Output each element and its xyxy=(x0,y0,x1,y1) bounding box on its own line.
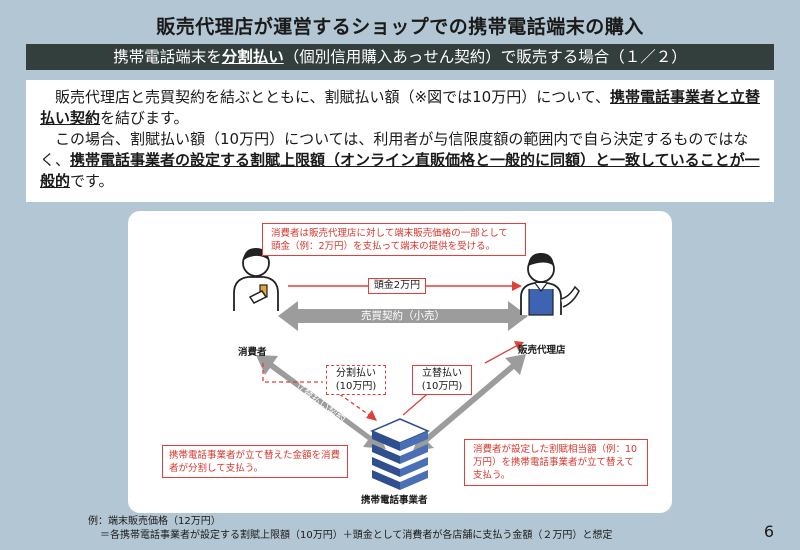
footnote-line-2: ＝各携帯電話事業者が設定する割賦上限額（10万円）＋頭金として消費者が各店舗に支… xyxy=(100,530,613,541)
left-note-box: 携帯電話事業者が立て替えた金額を消費者が分割して支払う。 xyxy=(162,445,348,478)
advance-contract-arrow xyxy=(256,355,386,449)
dealer-icon xyxy=(520,253,580,316)
top-note-box: 消費者は販売代理店に対して端末販売価格の一部として頭金（例：2万円）を支払って端… xyxy=(262,223,526,256)
consumer-icon xyxy=(233,248,279,311)
para2-emphasis: 携帯電話事業者の設定する割賦上限額（オンライン直販価格と一般的に同額）と一致して… xyxy=(40,151,760,190)
para2-text: この場合、割賦払い額（10万円）については、利用者が与信限度額の範囲内で自ら決定… xyxy=(40,130,749,169)
para1-text: 販売代理店と売買契約を結ぶとともに、割賦払い額（※図では10万円）について、 xyxy=(55,88,611,106)
diagram-graphics xyxy=(233,248,580,490)
dealer-label: 販売代理店 xyxy=(518,345,566,356)
carrier-label: 携帯電話事業者 xyxy=(361,495,428,506)
server-layer xyxy=(372,457,428,477)
banner-post: （個別信用購入あっせん契約）で販売する場合（１／２） xyxy=(283,48,687,66)
wholesale-contract-arrow xyxy=(413,354,526,451)
sales-contract-retail-label: 売買契約（小売） xyxy=(361,310,445,322)
carrier-server-icon xyxy=(370,418,430,490)
footnote: 例：端末販売価格（12万円） ＝各携帯電話事業者が設定する割賦上限額（10万円）… xyxy=(88,515,612,543)
right-note-box: 消費者が設定した割賦相当額（例：10万円）を携帯電話事業者が立て替えて支払う。 xyxy=(464,439,648,486)
page-number: 6 xyxy=(763,522,774,541)
paragraph-2: この場合、割賦払い額（10万円）については、利用者が与信限度額の範囲内で自ら決定… xyxy=(40,129,762,192)
sales-contract-retail-arrow xyxy=(278,301,528,331)
explanation-box: 販売代理店と売買契約を結ぶとともに、割賦払い額（※図では10万円）について、携帯… xyxy=(26,80,774,202)
para2-text-end: です。 xyxy=(70,172,114,190)
downpayment-text: 頭金2万円 xyxy=(373,280,421,291)
left-note-text: 携帯電話事業者が立て替えた金額を消費者が分割して支払う。 xyxy=(169,450,341,474)
advance-payment-label: 立替払い (10万円) xyxy=(412,365,472,395)
advance-payment-text: 立替払い (10万円) xyxy=(421,368,463,392)
installment-text: 分割払い (10万円) xyxy=(335,368,377,392)
banner-pre: 携帯電話端末を xyxy=(113,48,222,66)
right-note-text: 消費者が設定した割賦相当額（例：10万円）を携帯電話事業者が立て替えて支払う。 xyxy=(473,444,638,481)
banner-bold: 分割払い xyxy=(221,48,284,66)
footnote-line-1: 例：端末販売価格（12万円） xyxy=(88,516,221,527)
page-title: 販売代理店が運営するショップでの携帯電話端末の購入 xyxy=(156,16,644,38)
para1-emphasis: 携帯電話事業者と立替払い契約 xyxy=(40,88,761,127)
top-note-text: 消費者は販売代理店に対して端末販売価格の一部として頭金（例：2万円）を支払って端… xyxy=(271,228,508,252)
paragraph-1: 販売代理店と売買契約を結ぶとともに、割賦払い額（※図では10万円）について、携帯… xyxy=(40,87,762,129)
section-banner: 携帯電話端末を分割払い（個別信用購入あっせん契約）で販売する場合（１／２） xyxy=(26,44,774,70)
consumer-label: 消費者 xyxy=(238,347,267,358)
transaction-diagram: 消費者は販売代理店に対して端末販売価格の一部として頭金（例：2万円）を支払って端… xyxy=(128,211,672,513)
server-layer xyxy=(372,470,428,490)
server-layer xyxy=(370,418,430,451)
downpayment-label: 頭金2万円 xyxy=(368,278,426,294)
installment-label: 分割払い (10万円) xyxy=(326,365,386,395)
para1-text-end: を結びます。 xyxy=(100,109,189,127)
server-layer xyxy=(372,444,428,464)
